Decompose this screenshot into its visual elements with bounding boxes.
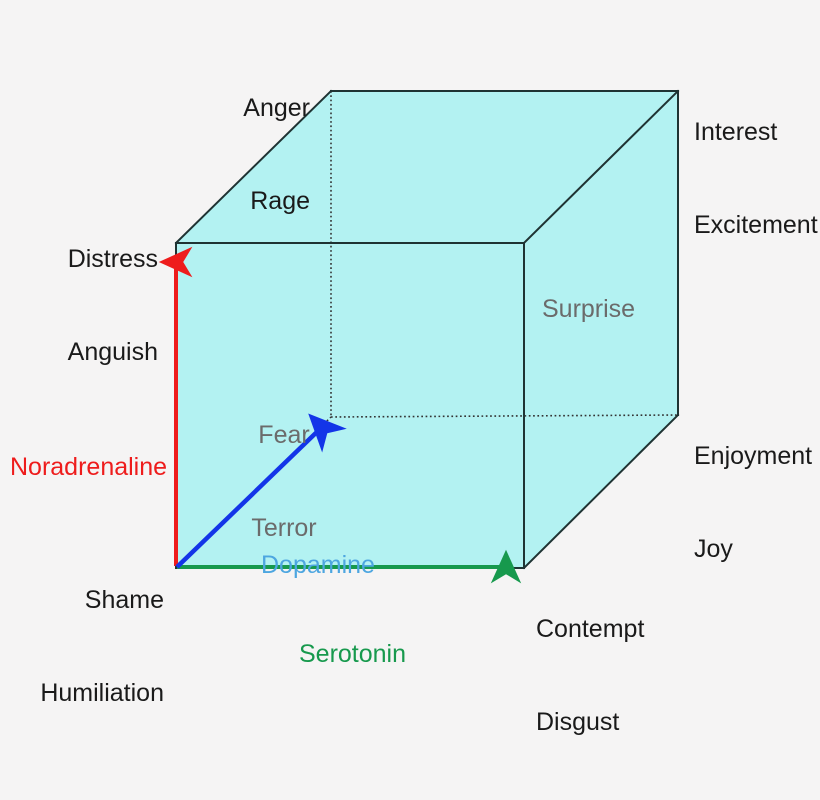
face-label-fear-line2: Terror [251,514,317,542]
corner-label-anger-line2: Rage [250,187,310,215]
corner-label-contempt-disgust: Contempt Disgust [536,552,736,800]
corner-label-shame-humiliation: Shame Humiliation [0,523,164,771]
axis-label-serotonin-text: Serotonin [299,640,407,668]
axis-label-dopamine-text: Dopamine [261,551,375,579]
corner-label-enjoyment-joy: Enjoyment Joy [694,379,820,627]
corner-label-contempt-line2: Disgust [536,708,620,736]
face-label-fear-line1: Fear [258,421,310,449]
axis-label-serotonin: Serotonin [299,577,459,732]
corner-label-shame-line1: Shame [84,586,164,614]
corner-label-enjoyment-line1: Enjoyment [694,442,813,470]
axis-label-noradrenaline: Noradrenaline [10,390,180,545]
face-label-surprise-text: Surprise [542,295,636,323]
corner-label-interest-excitement: Interest Excitement [694,55,820,303]
corner-label-shame-line2: Humiliation [40,679,164,707]
axis-arrows [158,246,522,584]
emotion-cube-figure [158,89,680,584]
corner-label-distress-line2: Anguish [67,338,158,366]
edge-diagonal-top-right [522,89,680,245]
axis-label-noradrenaline-text: Noradrenaline [10,453,168,481]
diagram-canvas: Anger Rage Interest Excitement Distress … [8,31,820,736]
corner-label-anger-rage: Anger Rage [150,31,310,279]
corner-label-distress-anguish: Distress Anguish [8,182,158,430]
face-label-surprise: Surprise [542,232,702,387]
corner-label-anger-line1: Anger [243,94,310,122]
corner-label-enjoyment-line2: Joy [694,535,733,563]
corner-label-interest-line2: Excitement [694,211,818,239]
face-label-fear-terror: Fear Terror [218,358,350,606]
corner-label-interest-line1: Interest [694,118,778,146]
hidden-edge-back-bottom [330,414,679,418]
corner-label-contempt-line1: Contempt [536,615,645,643]
axis-label-dopamine: Dopamine [261,488,411,643]
dopamine-axis-arrow [175,413,347,569]
corner-label-distress-line1: Distress [67,245,158,273]
edge-diagonal-top-left [174,89,333,245]
edge-diagonal-bottom-right [522,413,680,570]
